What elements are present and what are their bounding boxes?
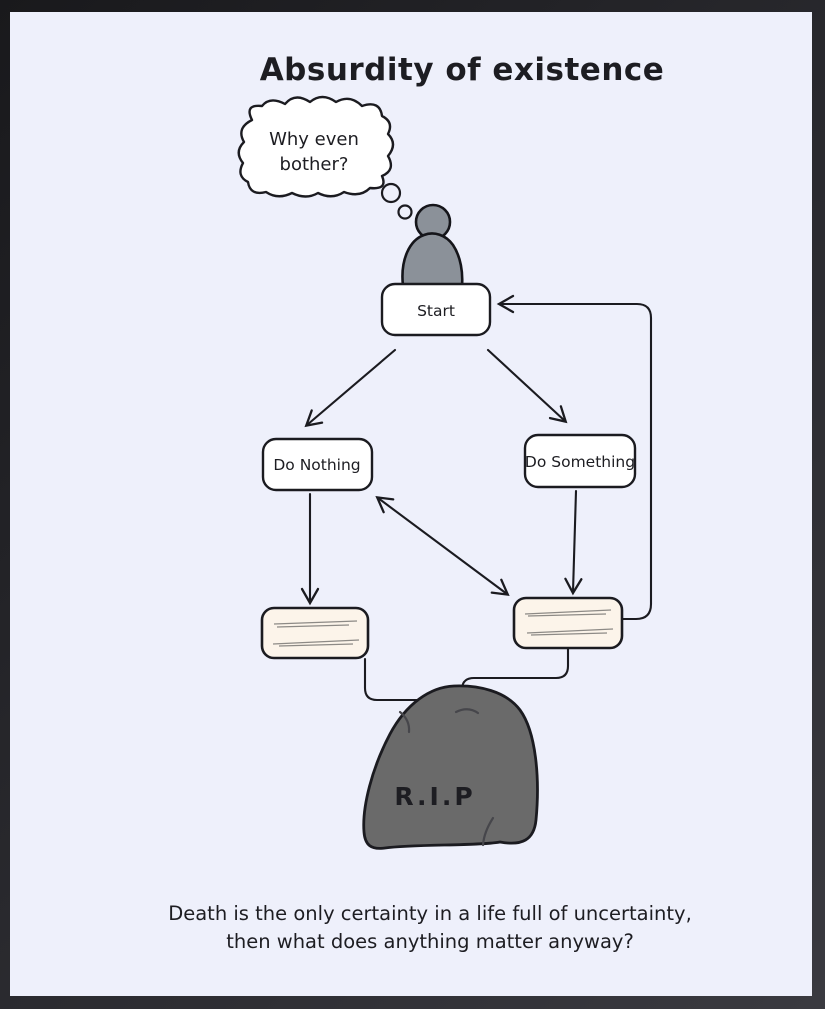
page-title: Absurdity of existence — [260, 52, 665, 88]
caption-line1: Death is the only certainty in a life fu… — [168, 902, 692, 925]
node-do-nothing-label: Do Nothing — [273, 456, 360, 474]
flowchart-svg: Absurdity of existence Why even bother? … — [168, 52, 692, 953]
connector-note-right-to-tombstone — [460, 647, 570, 690]
arrow-loop-back-to-start — [496, 294, 653, 621]
person-icon — [401, 203, 464, 293]
thought-bubble-text-line1: Why even — [269, 129, 359, 150]
thought-bubble-icon — [237, 95, 413, 220]
scribble-lines-right — [524, 609, 614, 636]
thought-bubble-text-line2: bother? — [280, 154, 349, 175]
thought-trail-circle-small — [397, 204, 413, 220]
tombstone-icon: R.I.P — [362, 684, 539, 850]
node-start-label: Start — [417, 302, 455, 320]
redacted-note-left — [260, 606, 370, 660]
redacted-note-right — [512, 596, 624, 650]
tombstone-label: R.I.P — [394, 782, 475, 811]
tombstone-cracks — [398, 708, 495, 847]
caption-line2: then what does anything matter anyway? — [226, 930, 634, 953]
node-start: Start — [380, 282, 492, 337]
arrow-start-to-do-nothing — [304, 348, 397, 428]
arrow-do-something-to-note — [564, 489, 583, 596]
arrow-note-right-do-nothing-bidirectional — [375, 496, 510, 596]
diagram-canvas: Absurdity of existence Why even bother? … — [10, 12, 812, 996]
node-do-something-label: Do Something — [525, 453, 635, 471]
scribble-lines-left — [272, 620, 360, 647]
node-do-something: Do Something — [523, 433, 637, 489]
arrow-start-to-do-something — [486, 348, 568, 424]
thought-trail-circle-large — [380, 182, 402, 204]
node-do-nothing: Do Nothing — [261, 437, 374, 492]
